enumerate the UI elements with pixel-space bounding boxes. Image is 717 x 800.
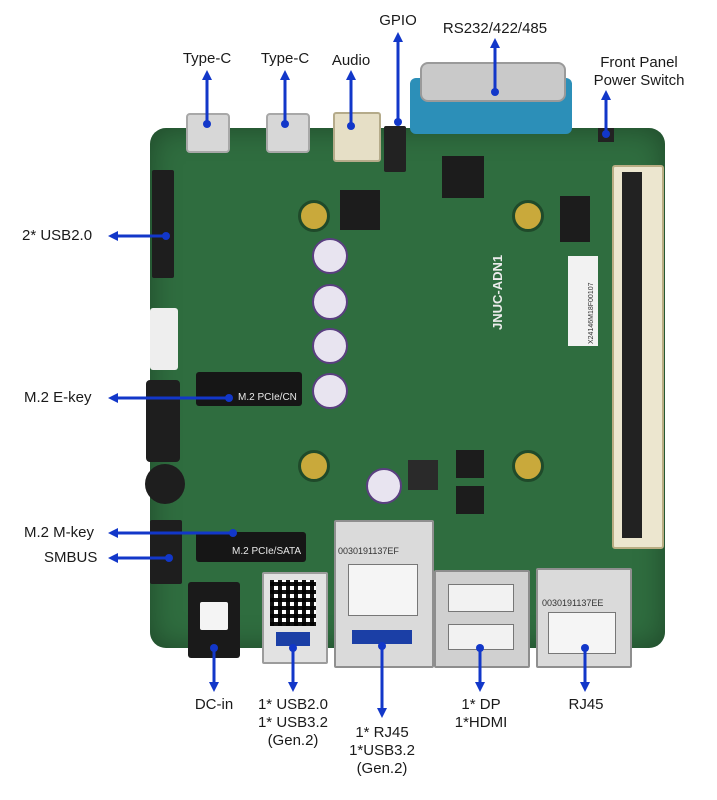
power-switch-label: Power Switch	[593, 72, 685, 89]
m2-ekey-label: M.2 E-key	[24, 389, 92, 406]
chip	[442, 156, 484, 198]
gpio-label: GPIO	[379, 12, 417, 29]
chip	[340, 190, 380, 230]
usb20-header	[152, 170, 174, 278]
chip	[560, 196, 590, 242]
mounting-hole	[512, 200, 544, 232]
sata-connector	[146, 380, 180, 462]
mounting-hole	[512, 450, 544, 482]
chip	[456, 486, 484, 514]
mounting-hole	[298, 200, 330, 232]
sticker	[568, 256, 598, 346]
buzzer	[145, 464, 185, 504]
capacitor	[312, 284, 348, 320]
type-c-port-2	[266, 113, 310, 153]
capacitor	[312, 328, 348, 364]
chip	[456, 450, 484, 478]
rj45-socket	[348, 564, 418, 616]
type-c-label-1: Type-C	[182, 50, 232, 67]
model-silk: JNUC-ADN1	[490, 254, 505, 330]
front-panel-label: Front Panel	[600, 54, 678, 71]
rj45-socket	[548, 612, 616, 654]
m2-e-key-silk: M.2 PCIe/CN	[238, 392, 297, 403]
power-switch-header	[598, 128, 614, 142]
capacitor	[366, 468, 402, 504]
m2-e-key-slot	[196, 372, 302, 406]
white-connector	[150, 308, 178, 370]
type-c-port-1	[186, 113, 230, 153]
rj45-usb-combo-serial: 0030191137EF	[338, 546, 399, 556]
hdmi-label: 1*HDMI	[454, 714, 508, 731]
rj45-combo-label-1: 1* RJ45	[355, 724, 409, 741]
m2-m-key-silk: M.2 PCIe/SATA	[232, 546, 302, 557]
type-c-label-2: Type-C	[260, 50, 310, 67]
mounting-hole	[298, 450, 330, 482]
usb-slot	[276, 632, 310, 646]
audio-jack	[333, 112, 381, 162]
dc-in-label: DC-in	[194, 696, 234, 713]
dp-label: 1* DP	[461, 696, 501, 713]
dc-in-jack-face	[200, 602, 228, 630]
capacitor	[312, 238, 348, 274]
usb-slot	[352, 630, 412, 644]
dp-socket	[448, 584, 514, 612]
serial-port-db9-shell	[420, 62, 566, 102]
usb20-header-label: 2* USB2.0	[22, 227, 93, 244]
usb-combo-label-1: 1* USB2.0	[257, 696, 329, 713]
audio-label: Audio	[331, 52, 371, 69]
chip	[408, 460, 438, 490]
m2-m-key-slot	[196, 532, 306, 562]
rj45-label: RJ45	[568, 696, 604, 713]
rj45-serial: 0030191137EE	[542, 598, 604, 608]
rj45-combo-label-2: 1*USB3.2	[349, 742, 415, 759]
qr-code	[270, 580, 316, 626]
m2-mkey-label: M.2 M-key	[24, 524, 95, 541]
smbus-label: SMBUS	[44, 549, 98, 566]
rj45-combo-label-3: (Gen.2)	[356, 760, 408, 777]
sticker-text: X24146M18F00107	[588, 282, 595, 345]
rs232-label: RS232/422/485	[442, 20, 548, 37]
smbus-header	[150, 520, 182, 584]
gpio-header	[384, 126, 406, 172]
usb-combo-label-3: (Gen.2)	[267, 732, 319, 749]
capacitor	[312, 373, 348, 409]
sodimm-slot-inner	[622, 172, 642, 538]
usb-combo-label-2: 1* USB3.2	[257, 714, 329, 731]
hdmi-socket	[448, 624, 514, 650]
